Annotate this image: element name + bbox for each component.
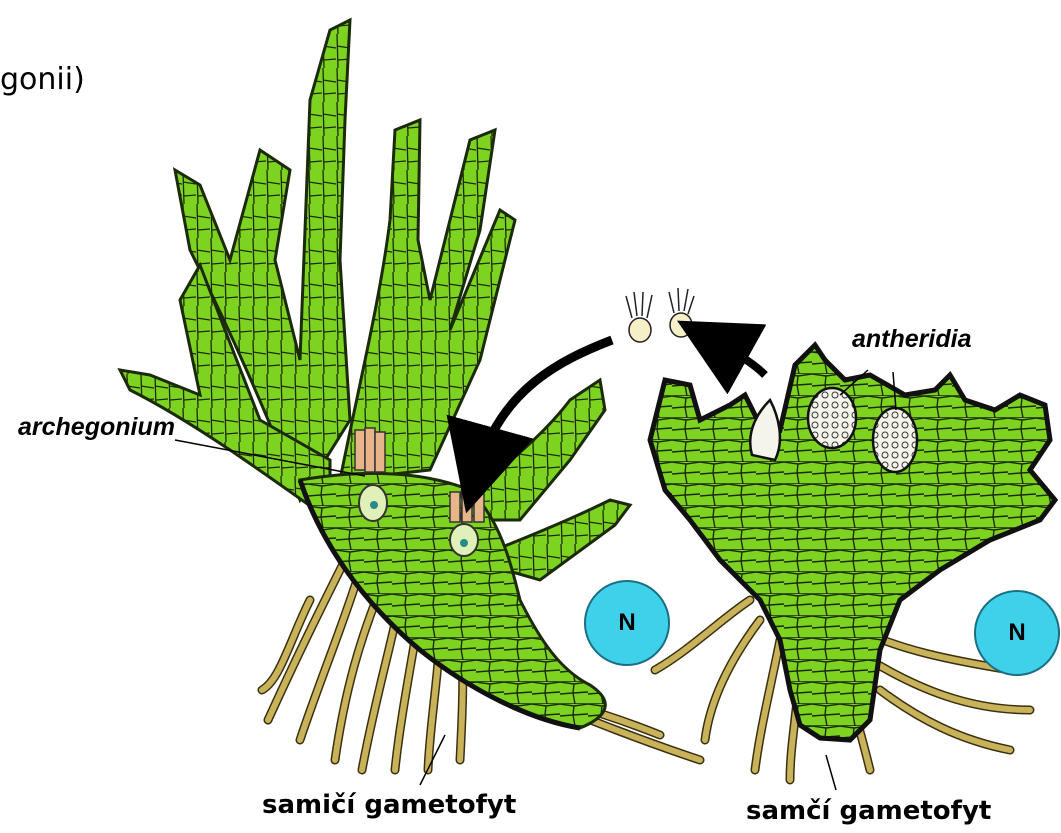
sperm-cells [626, 288, 694, 342]
antheridia-label: antheridia [852, 325, 971, 354]
male-label-pointer [826, 755, 836, 790]
male-gametophyte [650, 345, 1055, 780]
female-gametophyte-label: samičí gametofyt [262, 790, 516, 820]
haploid-badge-female: N [584, 580, 670, 666]
antheridium-1 [808, 388, 856, 448]
archegonium-label: archegonium [18, 413, 175, 442]
haploid-badge-male: N [974, 590, 1060, 676]
antheridium-2 [873, 408, 917, 472]
male-gametophyte-label: samčí gametofyt [746, 796, 991, 826]
haploid-badge-male-text: N [1008, 619, 1025, 647]
cutoff-heading-text: gonii) [0, 62, 85, 97]
haploid-badge-female-text: N [618, 609, 635, 637]
arrow-antheridium-release [712, 340, 765, 375]
